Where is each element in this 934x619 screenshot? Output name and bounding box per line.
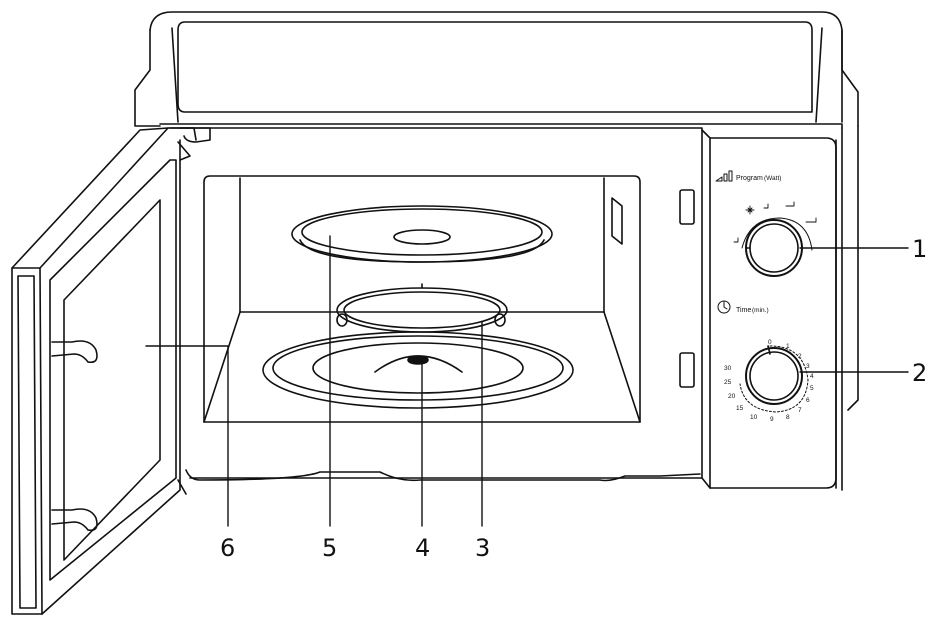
- time-tick: 6: [806, 397, 810, 404]
- callout-leaders: [145, 235, 909, 527]
- turntable-shaft: [262, 331, 574, 409]
- time-tick: 30: [724, 365, 732, 372]
- program-unit: (Watt): [764, 175, 781, 182]
- time-tick: 1: [786, 343, 790, 350]
- time-tick: 10: [750, 414, 758, 421]
- time-tick: 0: [768, 339, 772, 346]
- time-tick: 2: [798, 353, 802, 360]
- front-frame: [179, 127, 703, 482]
- callout-4: 4: [415, 534, 430, 562]
- callout-6: 6: [220, 534, 235, 562]
- time-tick: 4: [810, 373, 814, 380]
- time-unit: (min.): [752, 307, 769, 314]
- timer-knob[interactable]: [739, 345, 809, 413]
- time-tick: 15: [736, 405, 744, 412]
- time-scale: 0 1 2 3 4 5 6 7 8 9 10 15 20 25 30: [724, 339, 814, 423]
- time-tick: 9: [770, 416, 774, 423]
- time-tick: 25: [724, 379, 732, 386]
- time-tick: 5: [810, 385, 814, 392]
- glass-turntable-upper: [291, 205, 553, 263]
- power-level-knob[interactable]: [741, 217, 813, 277]
- time-tick: 8: [786, 414, 790, 421]
- callout-2: 2: [912, 359, 927, 387]
- callout-3: 3: [475, 534, 490, 562]
- time-label: Time: [736, 307, 751, 314]
- power-bars-icon: [715, 170, 733, 182]
- callout-1: 1: [912, 235, 927, 263]
- time-tick: 3: [806, 363, 810, 370]
- control-panel: [701, 129, 837, 489]
- oven-cavity: [203, 175, 641, 423]
- clock-icon: [717, 300, 731, 314]
- door-latch-slots: [679, 189, 695, 388]
- callout-5: 5: [322, 534, 337, 562]
- time-tick: 20: [728, 393, 736, 400]
- time-tick: 7: [798, 407, 802, 414]
- program-label: Program: [736, 175, 763, 182]
- door-assembly: [11, 127, 211, 615]
